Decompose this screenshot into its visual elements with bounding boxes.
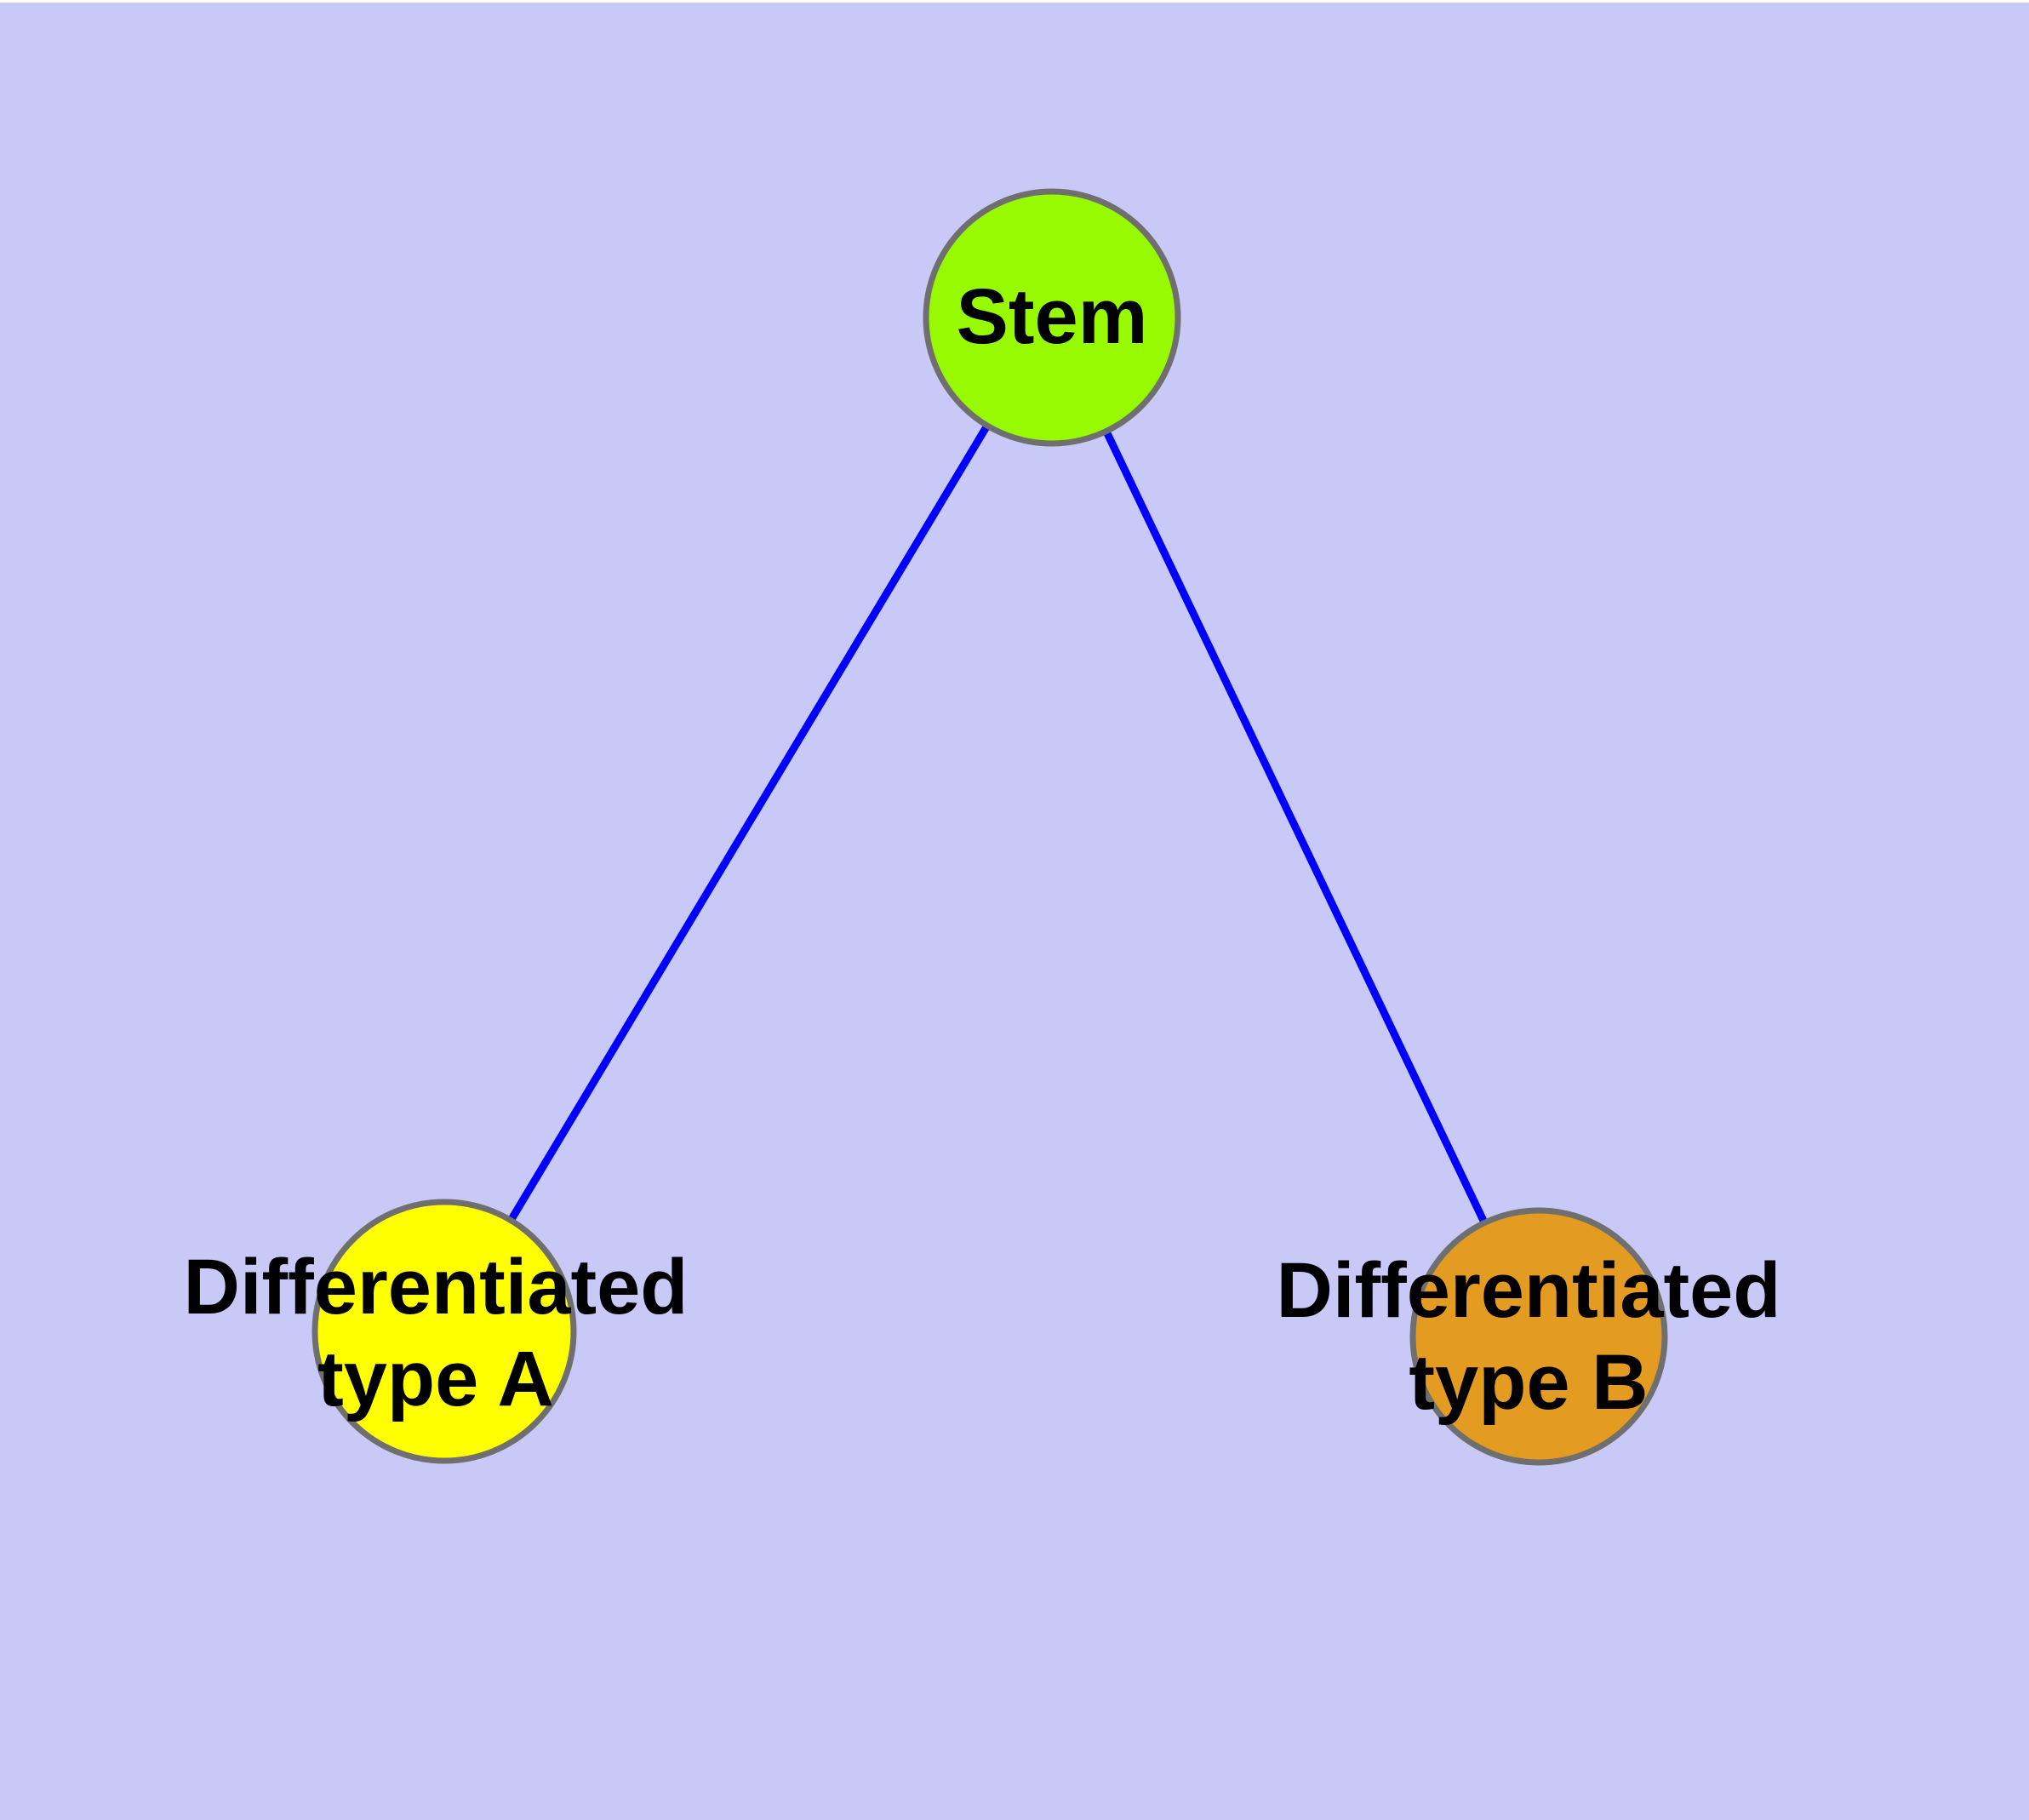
node-stem-circle [923, 188, 1181, 447]
node-differentiated-type-a-label: Differentiated type A [184, 1241, 689, 1425]
edge-stem-to-type-b [1048, 316, 1543, 1338]
node-differentiated-type-a-label-line1: Differentiated [183, 1244, 689, 1331]
node-differentiated-type-b-circle [1409, 1207, 1668, 1466]
node-differentiated-type-a-label-line2: type A [317, 1336, 554, 1422]
node-differentiated-type-a-circle [311, 1199, 577, 1464]
node-differentiated-type-b-label-line2: type B [1409, 1339, 1649, 1426]
node-stem-label: Stem [956, 273, 1148, 360]
node-differentiated-type-b-label-line1: Differentiated [1276, 1247, 1781, 1334]
edge-stem-to-type-a [441, 315, 1055, 1334]
node-differentiated-type-b-label: Differentiated type B [1277, 1245, 1781, 1428]
top-margin-strip [0, 0, 2029, 3]
